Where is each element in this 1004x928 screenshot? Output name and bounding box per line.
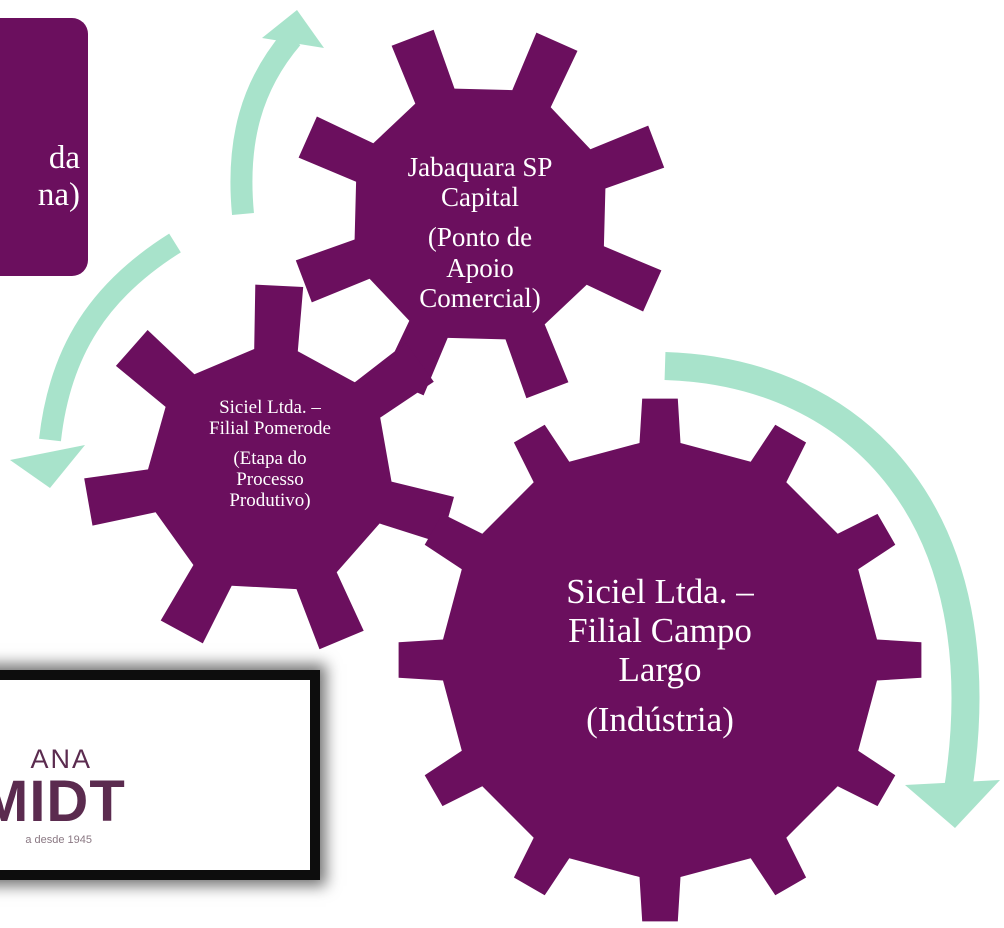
pomerode-title-line1: Siciel Ltda. – bbox=[219, 397, 321, 418]
cycle-arrow-head bbox=[905, 780, 1000, 828]
cycle-arrow-left bbox=[39, 233, 181, 442]
pomerode-sub-line3: Produtivo) bbox=[229, 490, 311, 512]
pomerode-sub-line1: (Etapa do bbox=[233, 447, 307, 469]
gear-jabaquara bbox=[295, 29, 665, 399]
left-partial-box bbox=[0, 18, 88, 276]
left-box-line1: da bbox=[48, 140, 80, 176]
pomerode-label: Siciel Ltda. – Filial Pomerode (Etapa do… bbox=[180, 397, 360, 511]
jabaquara-label: Jabaquara SP Capital (Ponto de Apoio Com… bbox=[370, 152, 590, 313]
left-box-text: da na) bbox=[0, 140, 80, 214]
jabaquara-title-line2: Capital bbox=[441, 182, 519, 213]
cycle-arrow-head bbox=[262, 10, 324, 48]
cycle-arrow-right bbox=[664, 352, 980, 793]
cycle-arrow-top bbox=[230, 30, 301, 216]
logo-text-small: ANA bbox=[30, 744, 92, 774]
campo-largo-label: Siciel Ltda. – Filial Campo Largo (Indús… bbox=[520, 572, 800, 739]
pomerode-title-line2: Filial Pomerode bbox=[209, 418, 331, 440]
campo-largo-title-line2: Filial Campo bbox=[568, 611, 752, 651]
jabaquara-sub-line2: Apoio bbox=[446, 252, 514, 283]
campo-largo-title-line1: Siciel Ltda. – bbox=[566, 572, 754, 611]
campo-largo-sub-line1: (Indústria) bbox=[586, 699, 734, 739]
jabaquara-sub-line3: Comercial) bbox=[419, 282, 541, 313]
gear-pomerode bbox=[84, 284, 454, 650]
jabaquara-title-line1: Jabaquara SP bbox=[407, 152, 553, 182]
logo-text-large: MIDT bbox=[0, 769, 126, 834]
logo-tagline: a desde 1945 bbox=[25, 834, 92, 846]
campo-largo-title-line3: Largo bbox=[618, 650, 702, 690]
left-box-line2: na) bbox=[37, 176, 80, 213]
cycle-arrow-head bbox=[10, 445, 85, 488]
company-logo-frame: ANA MIDT a desde 1945 bbox=[0, 670, 320, 880]
gear-campo-largo bbox=[398, 398, 922, 922]
pomerode-sub-line2: Processo bbox=[236, 468, 304, 490]
jabaquara-sub-line1: (Ponto de bbox=[427, 222, 533, 253]
